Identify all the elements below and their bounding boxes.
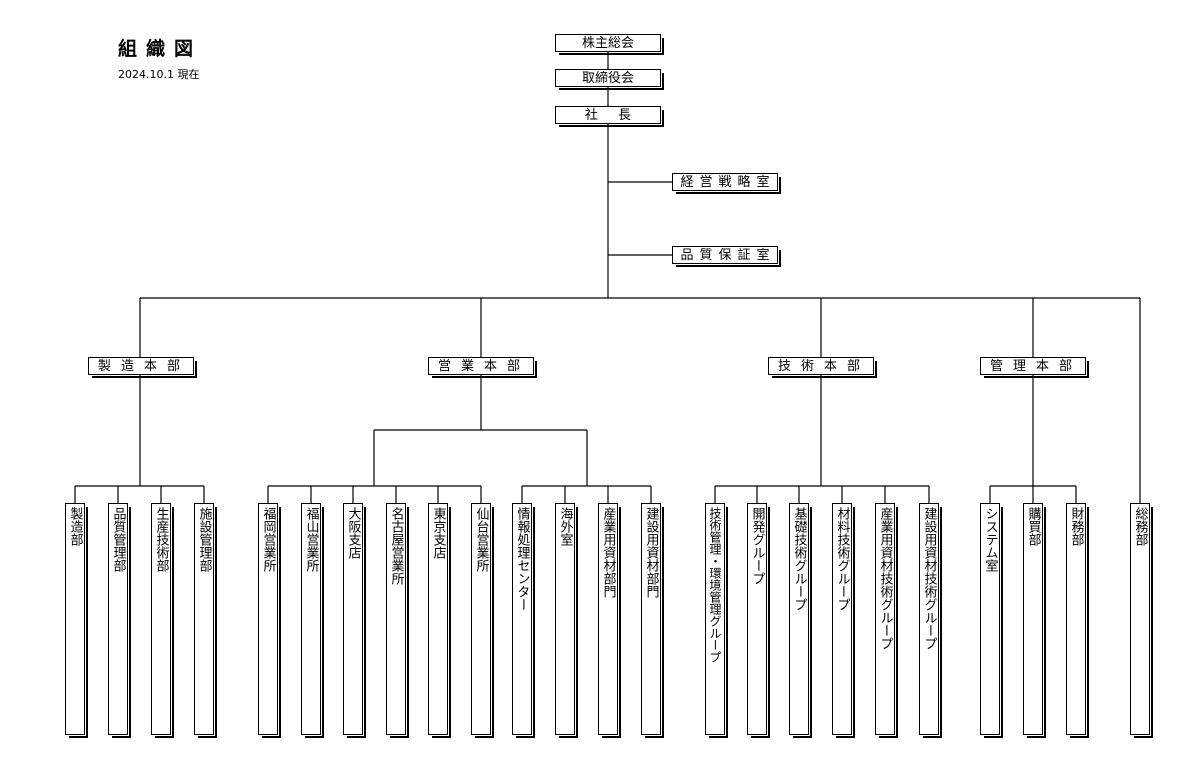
dept-tokyo-branch: 東京支店 bbox=[428, 503, 451, 738]
dept-label: 施設管理部 bbox=[196, 507, 212, 572]
box-corporate-strategy-office: 経営戦略室 bbox=[672, 173, 781, 194]
dept-label: 福山営業所 bbox=[303, 507, 319, 572]
box-board-of-directors: 取締役会 bbox=[555, 69, 664, 90]
dept-osaka-branch: 大阪支店 bbox=[343, 503, 366, 738]
dept-label: 開発グループ bbox=[749, 507, 765, 585]
dept-label: 財務部 bbox=[1068, 507, 1084, 546]
chart-title: 組織図 bbox=[118, 38, 203, 60]
dept-development-group: 開発グループ bbox=[747, 503, 770, 738]
dept-label: 産業用資材部門 bbox=[600, 507, 616, 598]
dept-industrial-materials-technology-group: 産業用資材技術グループ bbox=[875, 503, 898, 738]
dept-label: 建設用資材部門 bbox=[643, 507, 659, 598]
box-president: 社 長 bbox=[555, 106, 664, 127]
dept-label: 福岡営業所 bbox=[260, 507, 276, 572]
box-label: 社 長 bbox=[584, 107, 640, 123]
dept-label: 海外室 bbox=[557, 507, 573, 546]
dept-finance: 財務部 bbox=[1066, 503, 1089, 738]
box-technology-division: 技術本部 bbox=[768, 357, 877, 378]
dept-label: 建設用資材技術グループ bbox=[921, 507, 937, 650]
box-administration-division: 管理本部 bbox=[980, 357, 1089, 378]
dept-label: 仙台営業所 bbox=[473, 507, 489, 572]
box-quality-assurance-office: 品質保証室 bbox=[672, 246, 781, 267]
box-label: 営業本部 bbox=[437, 358, 530, 374]
dept-construction-materials: 建設用資材部門 bbox=[641, 503, 664, 738]
dept-label: 技術管理・環境管理グループ bbox=[708, 507, 722, 663]
dept-general-affairs: 総務部 bbox=[1130, 503, 1153, 738]
dept-label: 購買部 bbox=[1025, 507, 1041, 546]
box-manufacturing-division: 製造本部 bbox=[88, 357, 197, 378]
dept-nagoya-sales-office: 名古屋営業所 bbox=[386, 503, 409, 738]
dept-fundamental-technology-group: 基礎技術グループ bbox=[789, 503, 812, 738]
dept-label: 大阪支店 bbox=[345, 507, 361, 559]
box-label: 品質保証室 bbox=[680, 247, 776, 263]
dept-label: システム室 bbox=[982, 507, 998, 572]
dept-label: 総務部 bbox=[1132, 507, 1148, 546]
dept-industrial-materials: 産業用資材部門 bbox=[598, 503, 621, 738]
dept-purchasing: 購買部 bbox=[1023, 503, 1046, 738]
box-label: 管理本部 bbox=[989, 358, 1082, 374]
box-label: 取締役会 bbox=[581, 70, 634, 86]
dept-materials-technology-group: 材料技術グループ bbox=[832, 503, 855, 738]
dept-information-processing-center: 情報処理センター bbox=[512, 503, 535, 738]
dept-label: 製造部 bbox=[67, 507, 83, 546]
box-label: 経営戦略室 bbox=[680, 174, 776, 190]
dept-fukuyama-sales-office: 福山営業所 bbox=[301, 503, 324, 738]
box-label: 株主総会 bbox=[581, 35, 634, 51]
dept-label: 基礎技術グループ bbox=[791, 507, 807, 611]
dept-label: 名古屋営業所 bbox=[388, 507, 404, 585]
dept-quality-control: 品質管理部 bbox=[108, 503, 131, 738]
box-shareholders-meeting: 株主総会 bbox=[555, 34, 664, 55]
dept-manufacturing: 製造部 bbox=[65, 503, 88, 738]
box-label: 製造本部 bbox=[97, 358, 190, 374]
dept-overseas-office: 海外室 bbox=[555, 503, 578, 738]
dept-facility-management: 施設管理部 bbox=[194, 503, 217, 738]
dept-label: 品質管理部 bbox=[110, 507, 126, 572]
dept-label: 材料技術グループ bbox=[834, 507, 850, 611]
box-label: 技術本部 bbox=[777, 358, 870, 374]
as-of-date: 2024.10.1 現在 bbox=[118, 68, 200, 81]
dept-label: 産業用資材技術グループ bbox=[877, 507, 893, 650]
dept-sendai-sales-office: 仙台営業所 bbox=[471, 503, 494, 738]
dept-technical-environmental-management-group: 技術管理・環境管理グループ bbox=[705, 503, 728, 738]
dept-fukuoka-sales-office: 福岡営業所 bbox=[258, 503, 281, 738]
dept-label: 生産技術部 bbox=[153, 507, 169, 572]
box-sales-division: 営業本部 bbox=[428, 357, 537, 378]
dept-systems-office: システム室 bbox=[980, 503, 1003, 738]
dept-construction-materials-technology-group: 建設用資材技術グループ bbox=[919, 503, 942, 738]
dept-label: 情報処理センター bbox=[514, 507, 530, 611]
dept-label: 東京支店 bbox=[430, 507, 446, 559]
dept-production-engineering: 生産技術部 bbox=[151, 503, 174, 738]
